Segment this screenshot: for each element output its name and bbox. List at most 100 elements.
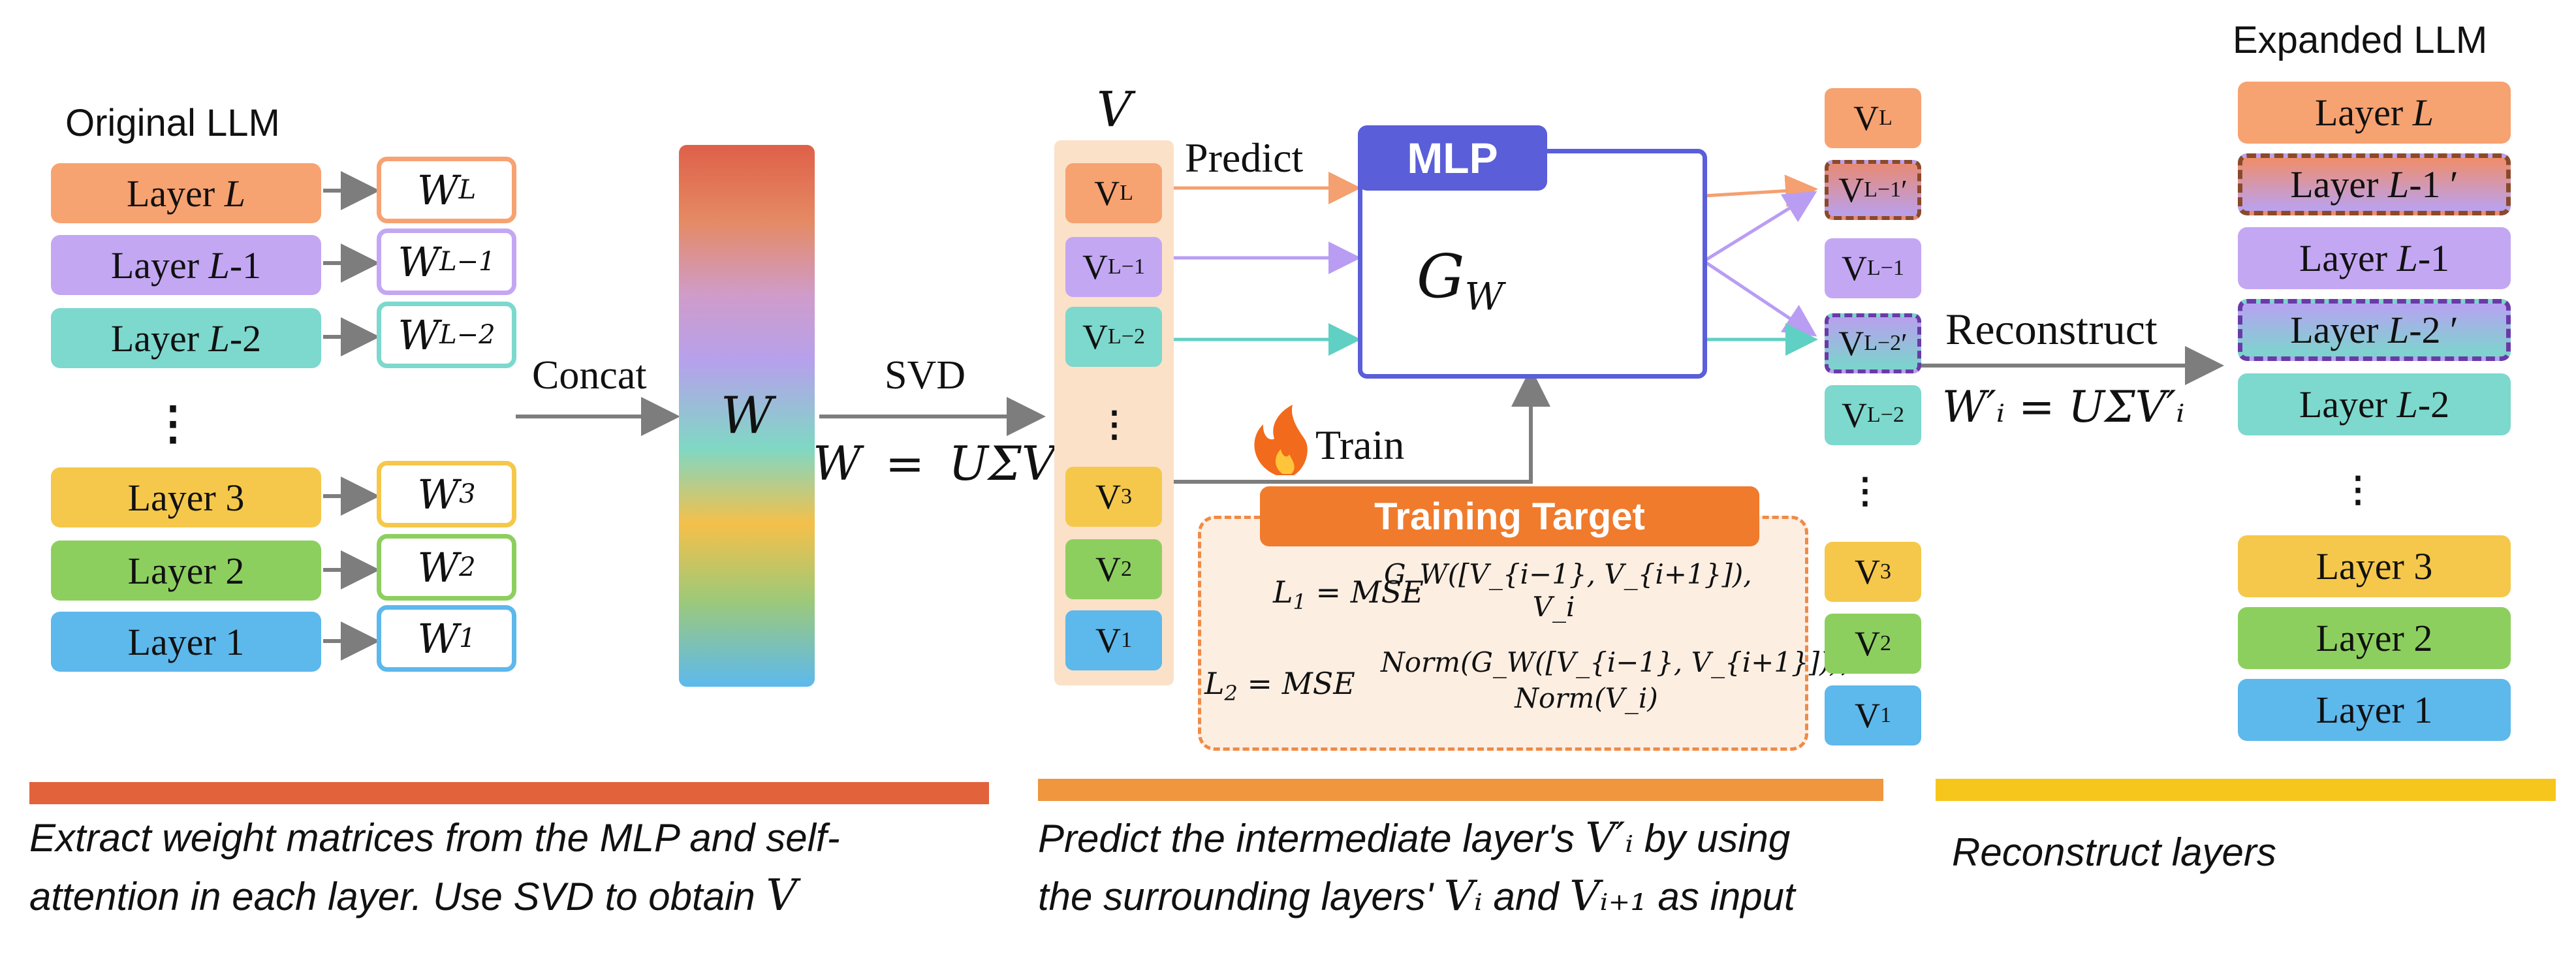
v-symbol: V xyxy=(1094,174,1120,213)
svd-eq-lhs: W xyxy=(813,436,862,491)
layer-label-prefix: Layer xyxy=(2290,309,2388,351)
svd-eq-rhs: UΣV xyxy=(949,436,1056,491)
output-v-subscript: 1 xyxy=(1880,703,1891,727)
layer-label-prefix: Layer 2 xyxy=(127,549,245,592)
train-arrow xyxy=(1169,368,1550,484)
output-v-symbol: V xyxy=(1838,170,1864,210)
loss-l2-top: Norm(G_W([V_{i−1}, V_{i+1}])), xyxy=(1381,646,1850,678)
v-symbol: V xyxy=(1095,477,1121,516)
caption-extract-line2: attention in each layer. Use SVD to obta… xyxy=(29,867,1009,926)
output-v-symbol: V xyxy=(1855,696,1880,735)
caption-extract-line2-text: attention in each layer. Use SVD to obta… xyxy=(29,875,766,918)
loss-l1-sub: 1 xyxy=(1293,589,1306,615)
weight-symbol: W xyxy=(417,614,460,663)
layer-label-prefix: Layer xyxy=(110,317,209,360)
expanded-layer-1: Layer L-1 ′ xyxy=(2238,153,2511,215)
original-layer-3: Layer 3 xyxy=(51,467,321,527)
weight-subscript: 1 xyxy=(459,623,476,653)
caption-predict: Predict the intermediate layer's V′ᵢ by … xyxy=(1038,809,1906,926)
loss-l2-mse: = MSE xyxy=(1247,666,1355,701)
caption-predict-line2a: the surrounding layers' xyxy=(1038,875,1444,918)
output-v-subscript: L−2 xyxy=(1867,403,1904,427)
layer-label-var: L xyxy=(208,317,230,360)
expanded-layer-4: Layer L-2 xyxy=(2238,373,2511,435)
original-llm-title: Original LLM xyxy=(65,102,280,144)
layer-label-var: L xyxy=(2412,91,2434,134)
layer-label-var: L xyxy=(208,243,230,287)
weight-subscript: 3 xyxy=(459,479,476,509)
original-layer-0: Layer L xyxy=(51,163,321,223)
mlp-g: G xyxy=(1417,242,1465,311)
layer-label-var: L xyxy=(2396,237,2418,279)
layer-label-var: L xyxy=(2387,163,2410,206)
expanded-layer-2: Layer L-1 xyxy=(2238,227,2511,289)
output-v-subscript: L−1 xyxy=(1864,178,1902,202)
section-bar-reconstruct xyxy=(1936,779,2556,801)
layer-label-prefix: Layer xyxy=(2315,91,2413,134)
output-v-subscript: 3 xyxy=(1880,559,1891,584)
layer-label-var: L xyxy=(2396,383,2418,426)
output-arrow-l1-prime xyxy=(1703,191,1817,263)
caption-predict-line2: the surrounding layers' Vᵢ and Vᵢ₊₁ as i… xyxy=(1038,868,1906,926)
output-v-symbol: V xyxy=(1855,552,1880,591)
train-label: Train xyxy=(1315,422,1405,468)
weight-subscript: 2 xyxy=(459,552,476,582)
v-symbol: V xyxy=(1082,317,1108,356)
v-subscript: 2 xyxy=(1121,557,1132,581)
layer-label-suffix: -2 xyxy=(2417,383,2450,426)
original-layer-5: Layer 1 xyxy=(51,612,321,672)
reconstruct-equation: W′ᵢ = UΣV′ᵢ xyxy=(1942,382,2185,432)
mlp-g-sub: W xyxy=(1464,274,1504,319)
right-ellipsis: ⋮ xyxy=(2340,470,2376,509)
loss-l2-symbol: L xyxy=(1204,666,1225,701)
output-v-symbol: V xyxy=(1853,99,1879,138)
layer-label-prefix: Layer 1 xyxy=(127,620,245,663)
concat-label: Concat xyxy=(532,353,647,398)
v-subscript: L−2 xyxy=(1108,324,1145,349)
weight-symbol: W xyxy=(398,311,440,359)
layer-label-var: L xyxy=(2387,309,2410,351)
layer-label-var: L xyxy=(224,172,245,215)
output-v-subscript: L xyxy=(1879,106,1893,130)
weight-subscript: L−2 xyxy=(439,320,495,350)
caption-extract: Extract weight matrices from the MLP and… xyxy=(29,809,1009,926)
layer-label-prefix: Layer xyxy=(110,243,209,287)
predict-label: Predict xyxy=(1185,134,1304,181)
layer-label-suffix: -1 xyxy=(229,243,262,287)
layer-label-suffix: -2 xyxy=(229,317,262,360)
original-layer-4: Layer 2 xyxy=(51,541,321,601)
v-column-title: V xyxy=(1097,82,1132,138)
v-subscript: 3 xyxy=(1121,484,1132,509)
weight-symbol: W xyxy=(398,238,440,286)
layer-label-suffix: -2 ′ xyxy=(2409,309,2458,351)
layer-label-prefix: Layer xyxy=(2299,237,2397,279)
svd-equation: W = UΣV xyxy=(813,436,1056,491)
layer-label-prefix: Layer 1 xyxy=(2316,689,2433,731)
expanded-layer-3: Layer L-2 ′ xyxy=(2238,299,2511,361)
caption-predict-var1: V′ᵢ xyxy=(1585,814,1634,862)
caption-extract-var: V xyxy=(766,870,798,920)
expanded-llm-title: Expanded LLM xyxy=(2233,19,2488,61)
output-v-subscript: L−1 xyxy=(1867,256,1904,280)
fire-icon xyxy=(1254,405,1308,475)
v-column-ellipsis: ⋮ xyxy=(1097,405,1132,444)
training-target-title: Training Target xyxy=(1260,486,1759,546)
v-symbol: V xyxy=(1095,550,1121,589)
loss-l1-symbol: L xyxy=(1273,574,1293,610)
output-v-subscript: 2 xyxy=(1880,631,1891,655)
layer-label-prefix: Layer 2 xyxy=(2316,617,2433,659)
layer-to-weight-arrows xyxy=(323,171,380,661)
output-v-prime: ′ xyxy=(1901,174,1908,206)
v-subscript: L xyxy=(1120,181,1133,205)
